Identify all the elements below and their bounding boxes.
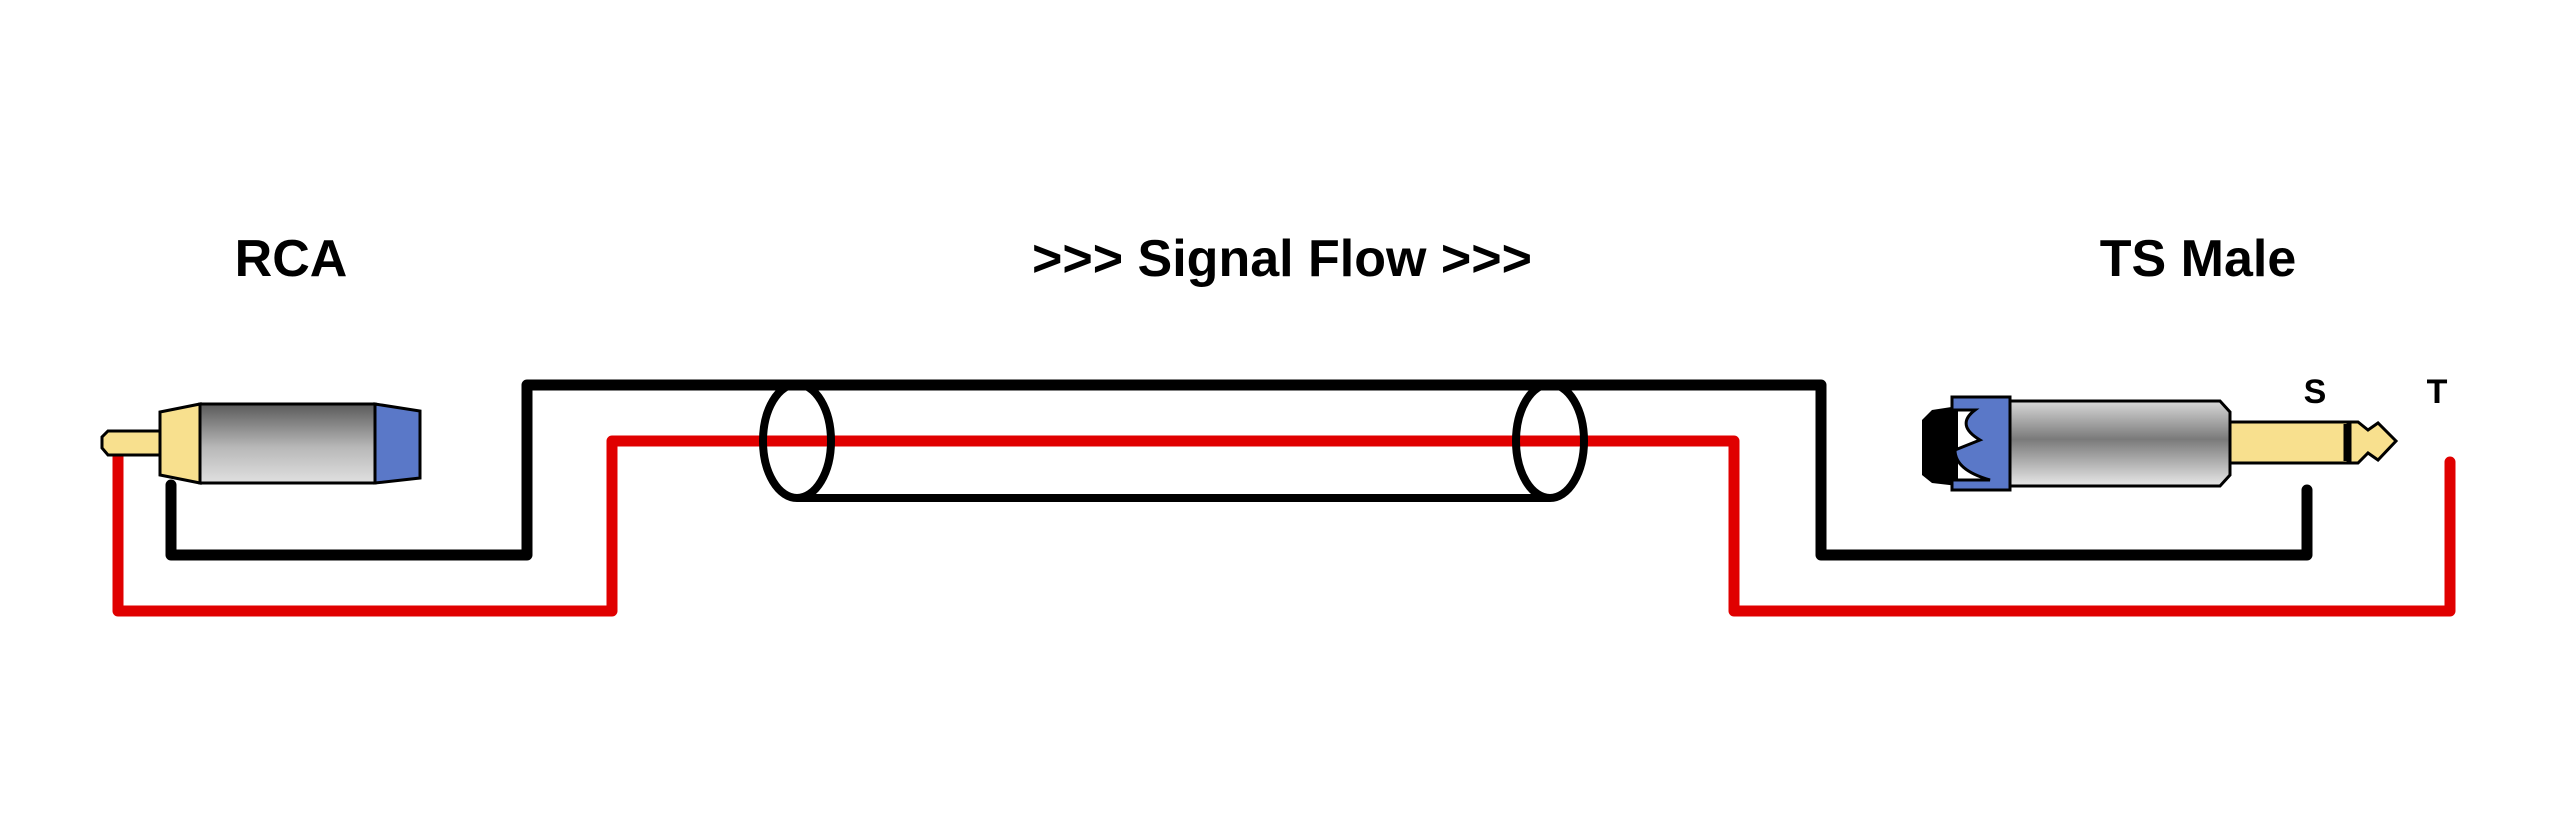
rca-pin xyxy=(100,429,162,457)
rca-collar xyxy=(158,402,202,485)
hot-wire xyxy=(112,435,2456,617)
ts-black-boot xyxy=(1922,406,1958,486)
shield-left-ellipse xyxy=(759,380,835,502)
ts-body xyxy=(2008,399,2232,488)
rca-blue-cap xyxy=(373,402,422,485)
ts-male-connector xyxy=(1922,395,2399,492)
signal-flow-label: >>> Signal Flow >>> xyxy=(1032,230,1532,288)
ts-male-label: TS Male xyxy=(2100,230,2297,288)
rca-body xyxy=(198,402,377,485)
tip-label: T xyxy=(2427,373,2448,411)
shield-right-ellipse xyxy=(1512,380,1588,502)
rca-connector xyxy=(100,402,422,485)
rca-label: RCA xyxy=(235,230,348,288)
ts-sleeve xyxy=(2228,420,2350,465)
ground-wire xyxy=(165,379,2313,561)
ts-blue-grip xyxy=(1950,395,2012,492)
ts-tip xyxy=(2348,420,2399,465)
sleeve-label: S xyxy=(2304,373,2327,411)
